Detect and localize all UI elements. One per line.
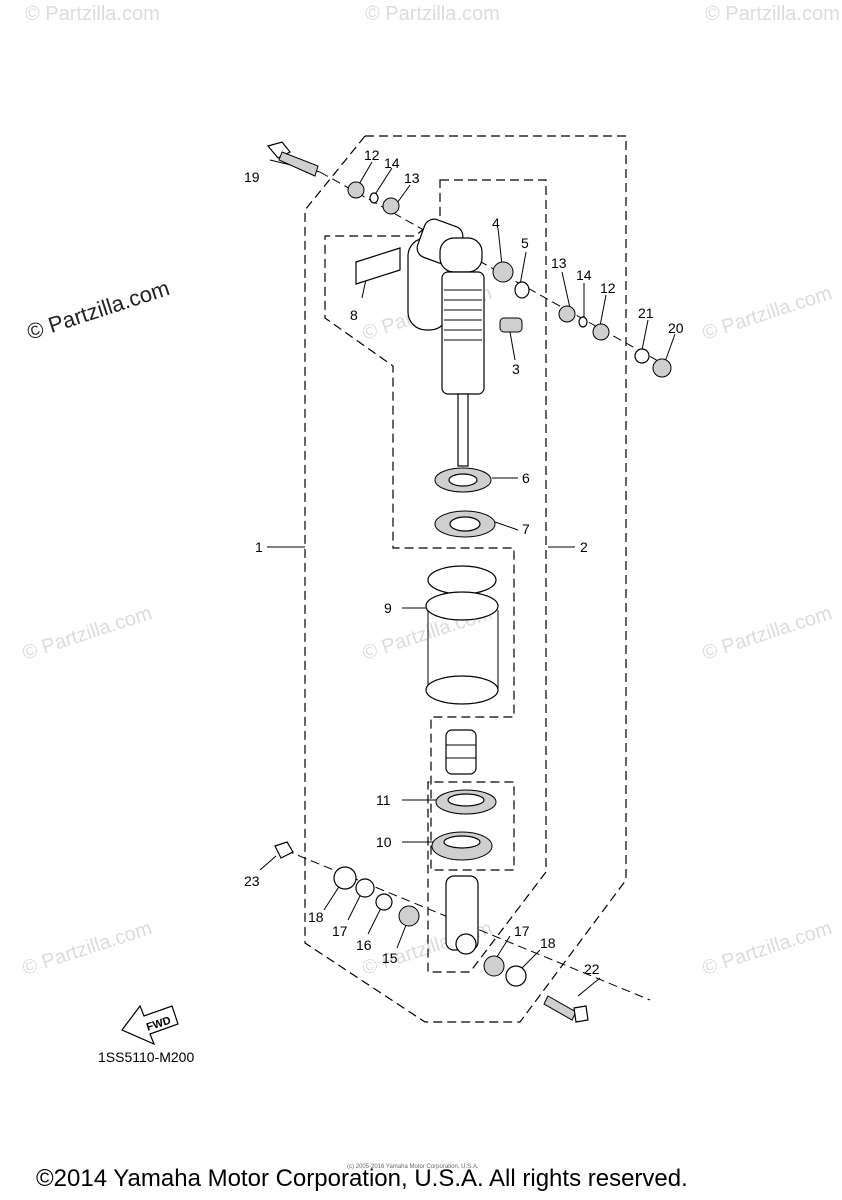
bushing-4-part xyxy=(492,261,514,283)
lower-eye-part xyxy=(445,875,479,955)
oring-14-part xyxy=(369,192,379,204)
watermark-main: © Partzilla.com xyxy=(24,275,173,345)
bolt-19-part xyxy=(266,141,319,177)
callout-4: 4 xyxy=(492,215,500,231)
small-print: (c) 2005-2016 Yamaha Motor Corporation, … xyxy=(347,1164,479,1170)
callout-18-left: 18 xyxy=(308,909,324,925)
callout-11: 11 xyxy=(376,792,391,808)
watermark: © Partzilla.com xyxy=(700,282,835,345)
oring-14b-part xyxy=(578,316,588,328)
diagram-code: 1SS5110-M200 xyxy=(98,1049,194,1065)
callout-22: 22 xyxy=(584,961,600,977)
watermark: © Partzilla.com xyxy=(365,3,500,25)
watermark: © Partzilla.com xyxy=(25,3,160,25)
bushing-16-part xyxy=(375,893,393,911)
outline-assembly-2 xyxy=(324,179,547,973)
callout-10: 10 xyxy=(376,834,392,850)
washer-18-part xyxy=(333,866,357,890)
seal-13-part xyxy=(382,197,400,215)
callout-1: 1 xyxy=(255,539,263,555)
collar-17-part xyxy=(355,878,375,898)
callout-20: 20 xyxy=(668,320,684,336)
bolt-22-part xyxy=(543,995,589,1023)
washer-18b-part xyxy=(505,965,527,987)
bearing-15-part xyxy=(398,905,420,927)
nut-23-part xyxy=(274,841,294,859)
callout-15: 15 xyxy=(382,950,398,966)
callout-19: 19 xyxy=(244,169,260,185)
circlip-5-part xyxy=(514,281,530,299)
callout-7: 7 xyxy=(522,521,530,537)
callout-8: 8 xyxy=(350,307,358,323)
callout-16: 16 xyxy=(356,937,372,953)
callout-23: 23 xyxy=(244,873,260,889)
callout-14-right: 14 xyxy=(576,267,592,283)
spring-9-part xyxy=(425,565,499,705)
watermark: © Partzilla.com xyxy=(20,602,155,665)
callout-6: 6 xyxy=(522,470,530,486)
watermark: © Partzilla.com xyxy=(705,3,840,25)
shock-body-part xyxy=(439,237,523,467)
collar-17b-part xyxy=(483,955,505,977)
callout-labels: 1 2 3 4 5 6 7 8 9 10 11 12 12 13 13 14 1… xyxy=(244,147,684,977)
callout-3: 3 xyxy=(512,361,520,377)
watermark: © Partzilla.com xyxy=(20,917,155,980)
callout-5: 5 xyxy=(521,235,529,251)
callout-2: 2 xyxy=(580,539,588,555)
outline-assembly-1 xyxy=(304,135,627,1023)
callout-17-left: 17 xyxy=(332,923,348,939)
watermark: © Partzilla.com xyxy=(700,602,835,665)
watermark: © Partzilla.com xyxy=(700,917,835,980)
watermark-layer: © Partzilla.com © Partzilla.com © Partzi… xyxy=(20,3,840,980)
seal-13b-part xyxy=(558,305,576,323)
callout-9: 9 xyxy=(384,600,392,616)
label-8-part xyxy=(355,247,401,285)
nut-20-part xyxy=(652,358,672,378)
collar-12-part xyxy=(347,181,365,199)
callout-12-right: 12 xyxy=(600,280,616,296)
callout-13-upper: 13 xyxy=(404,170,420,186)
washer-21-part xyxy=(634,348,650,364)
callout-13-right: 13 xyxy=(551,255,567,271)
fwd-arrow: FWD xyxy=(121,1004,179,1046)
copyright-footer: ©2014 Yamaha Motor Corporation, U.S.A. A… xyxy=(36,1165,688,1192)
callout-18-right: 18 xyxy=(540,935,556,951)
collar-12b-part xyxy=(592,323,610,341)
callout-12-upper: 12 xyxy=(364,147,380,163)
bump-stopper-part xyxy=(445,729,477,775)
callout-14-upper: 14 xyxy=(384,155,400,171)
callout-21: 21 xyxy=(638,305,654,321)
callout-17-right: 17 xyxy=(514,923,530,939)
